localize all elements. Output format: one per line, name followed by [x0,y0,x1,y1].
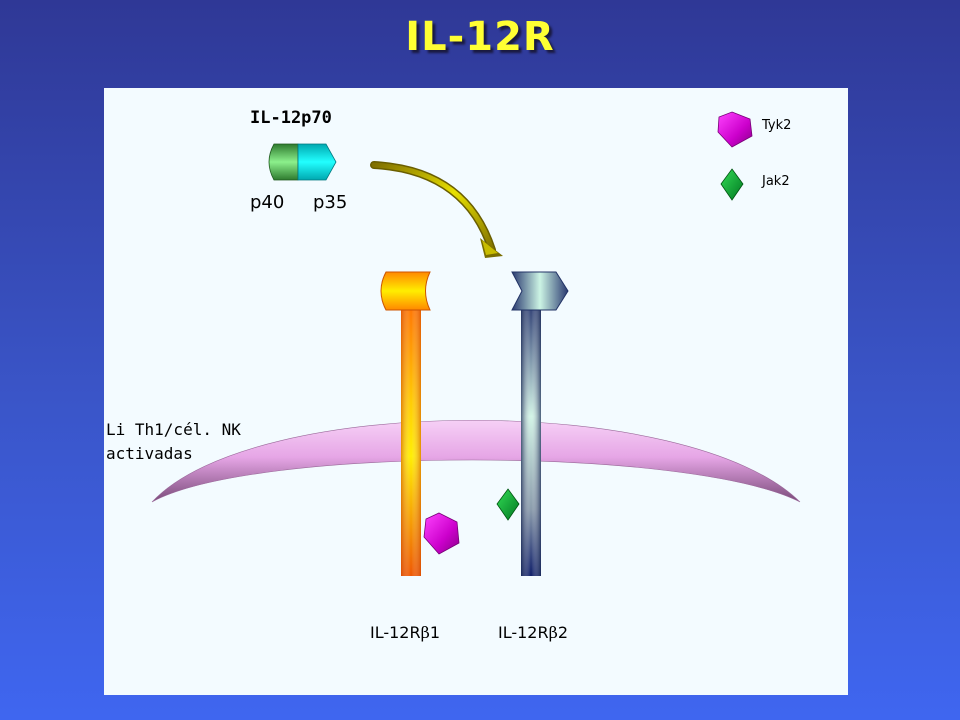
diagram-panel: IL-12p70 p40 p35 Tyk2 Jak2 Li Th1/cél. N… [104,88,848,695]
p40-subunit [268,143,299,181]
il12rb1-label-suffix: 1 [429,623,441,642]
jak2-kinase [496,488,520,521]
diagram-canvas [151,111,801,576]
binding-arrow [370,161,503,258]
p35-label: p35 [313,192,348,213]
legend-tyk2-label: Tyk2 [762,118,792,133]
ligand-name: IL-12p70 [250,108,332,128]
legend-tyk2-icon [717,111,753,148]
p35-subunit [297,143,337,181]
il12rb2-receptor [511,271,569,576]
il12p70-ligand [268,143,337,181]
il12rb1-label-greek: β [420,623,430,642]
il12rb2-binding-head [511,271,569,311]
legend-jak2-icon [720,168,744,201]
il12rb2-label-greek: β [548,623,558,642]
il12rb1-receptor [380,271,431,576]
il12rb1-label-prefix: IL-12R [370,623,421,642]
il12rb2-label-prefix: IL-12R [498,623,549,642]
cell-membrane [151,419,801,503]
il12rb1-label: IL-12Rβ1 [370,623,440,642]
slide-title: IL-12R [405,14,555,60]
p40-label: p40 [250,192,285,213]
il12rb2-label-suffix: 2 [557,623,569,642]
il12rb2-label: IL-12Rβ2 [498,623,568,642]
membrane-label-line1: Li Th1/cél. NK [106,420,241,439]
il12rb1-binding-head [380,271,431,311]
tyk2-kinase [423,512,460,555]
legend-jak2-label: Jak2 [762,174,790,189]
membrane-label-line2: activadas [106,444,193,463]
membrane-label: Li Th1/cél. NK activadas [106,418,241,466]
